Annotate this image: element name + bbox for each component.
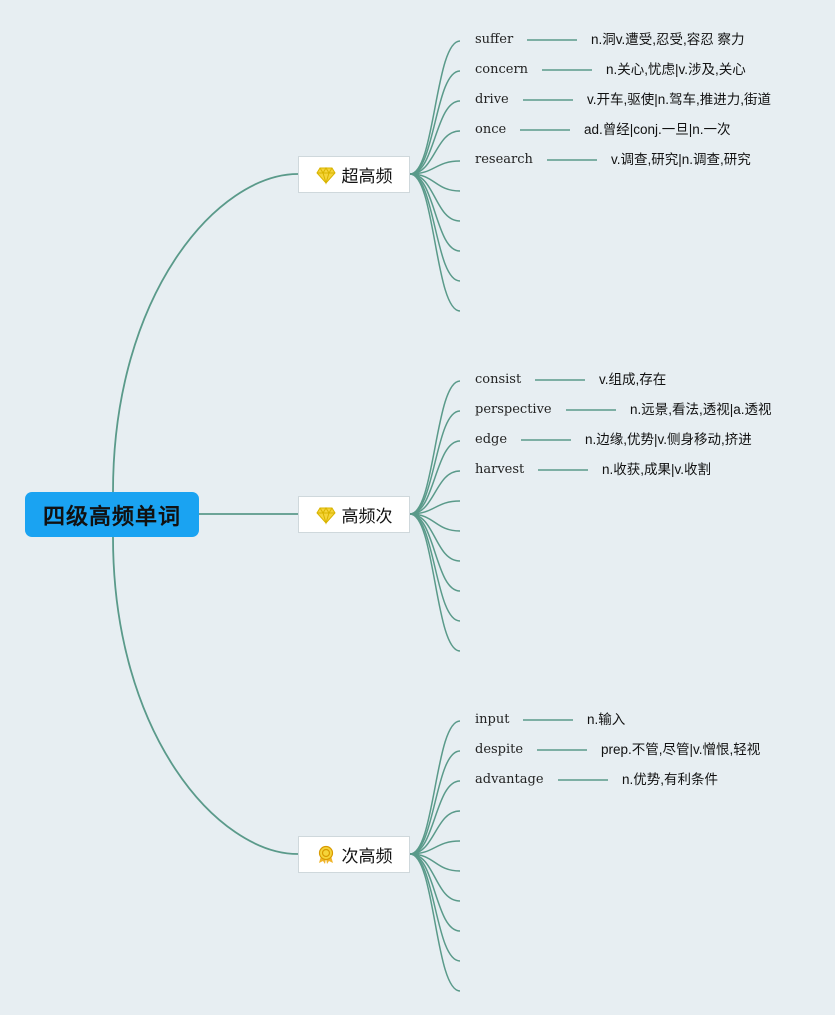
word-term[interactable]: research bbox=[475, 152, 533, 167]
word-term[interactable]: concern bbox=[475, 62, 529, 77]
word-term[interactable]: input bbox=[475, 712, 510, 727]
word-meaning[interactable]: n.远景,看法,透视|a.透视 bbox=[630, 402, 772, 417]
branch-node-sub-high[interactable]: 次高频 bbox=[298, 836, 410, 873]
word-term[interactable]: advantage bbox=[475, 772, 544, 787]
word-meaning[interactable]: n.收获,成果|v.收割 bbox=[602, 462, 712, 477]
word-meaning[interactable]: v.组成,存在 bbox=[599, 372, 667, 387]
root-title: 四级高频单词 bbox=[42, 504, 181, 530]
word-term[interactable]: drive bbox=[475, 92, 509, 107]
root-node[interactable]: 四级高频单词 bbox=[25, 492, 199, 537]
word-meaning[interactable]: n.优势,有利条件 bbox=[622, 772, 719, 787]
word-meaning[interactable]: n.输入 bbox=[587, 712, 626, 727]
word-term[interactable]: consist bbox=[475, 372, 522, 387]
branch-label: 高频次 bbox=[341, 507, 393, 527]
word-term[interactable]: harvest bbox=[475, 462, 525, 477]
branch-node-high[interactable]: 高频次 bbox=[298, 496, 410, 533]
word-term[interactable]: perspective bbox=[475, 402, 552, 417]
word-meaning[interactable]: v.调查,研究|n.调查,研究 bbox=[611, 152, 751, 167]
word-meaning[interactable]: ad.曾经|conj.一旦|n.一次 bbox=[584, 122, 731, 137]
word-term[interactable]: suffer bbox=[475, 32, 514, 47]
diamond-icon bbox=[315, 505, 336, 525]
word-meaning[interactable]: v.开车,驱使|n.驾车,推进力,街道 bbox=[587, 92, 772, 107]
branch-label: 次高频 bbox=[341, 847, 393, 867]
word-term[interactable]: once bbox=[475, 122, 507, 137]
word-meaning[interactable]: n.洞v.遭受,忍受,容忍 察力 bbox=[591, 32, 745, 47]
diamond-icon bbox=[315, 165, 336, 185]
word-term[interactable]: despite bbox=[475, 742, 524, 757]
word-meaning[interactable]: n.边缘,优势|v.侧身移动,挤进 bbox=[585, 432, 752, 447]
word-term[interactable]: edge bbox=[475, 432, 508, 447]
word-meaning[interactable]: n.关心,忧虑|v.涉及,关心 bbox=[606, 62, 746, 77]
word-meaning[interactable]: prep.不管,尽管|v.憎恨,轻视 bbox=[601, 742, 761, 757]
branch-label: 超高频 bbox=[341, 167, 393, 187]
medal-icon bbox=[316, 845, 336, 865]
branch-node-super-high[interactable]: 超高频 bbox=[298, 156, 410, 193]
